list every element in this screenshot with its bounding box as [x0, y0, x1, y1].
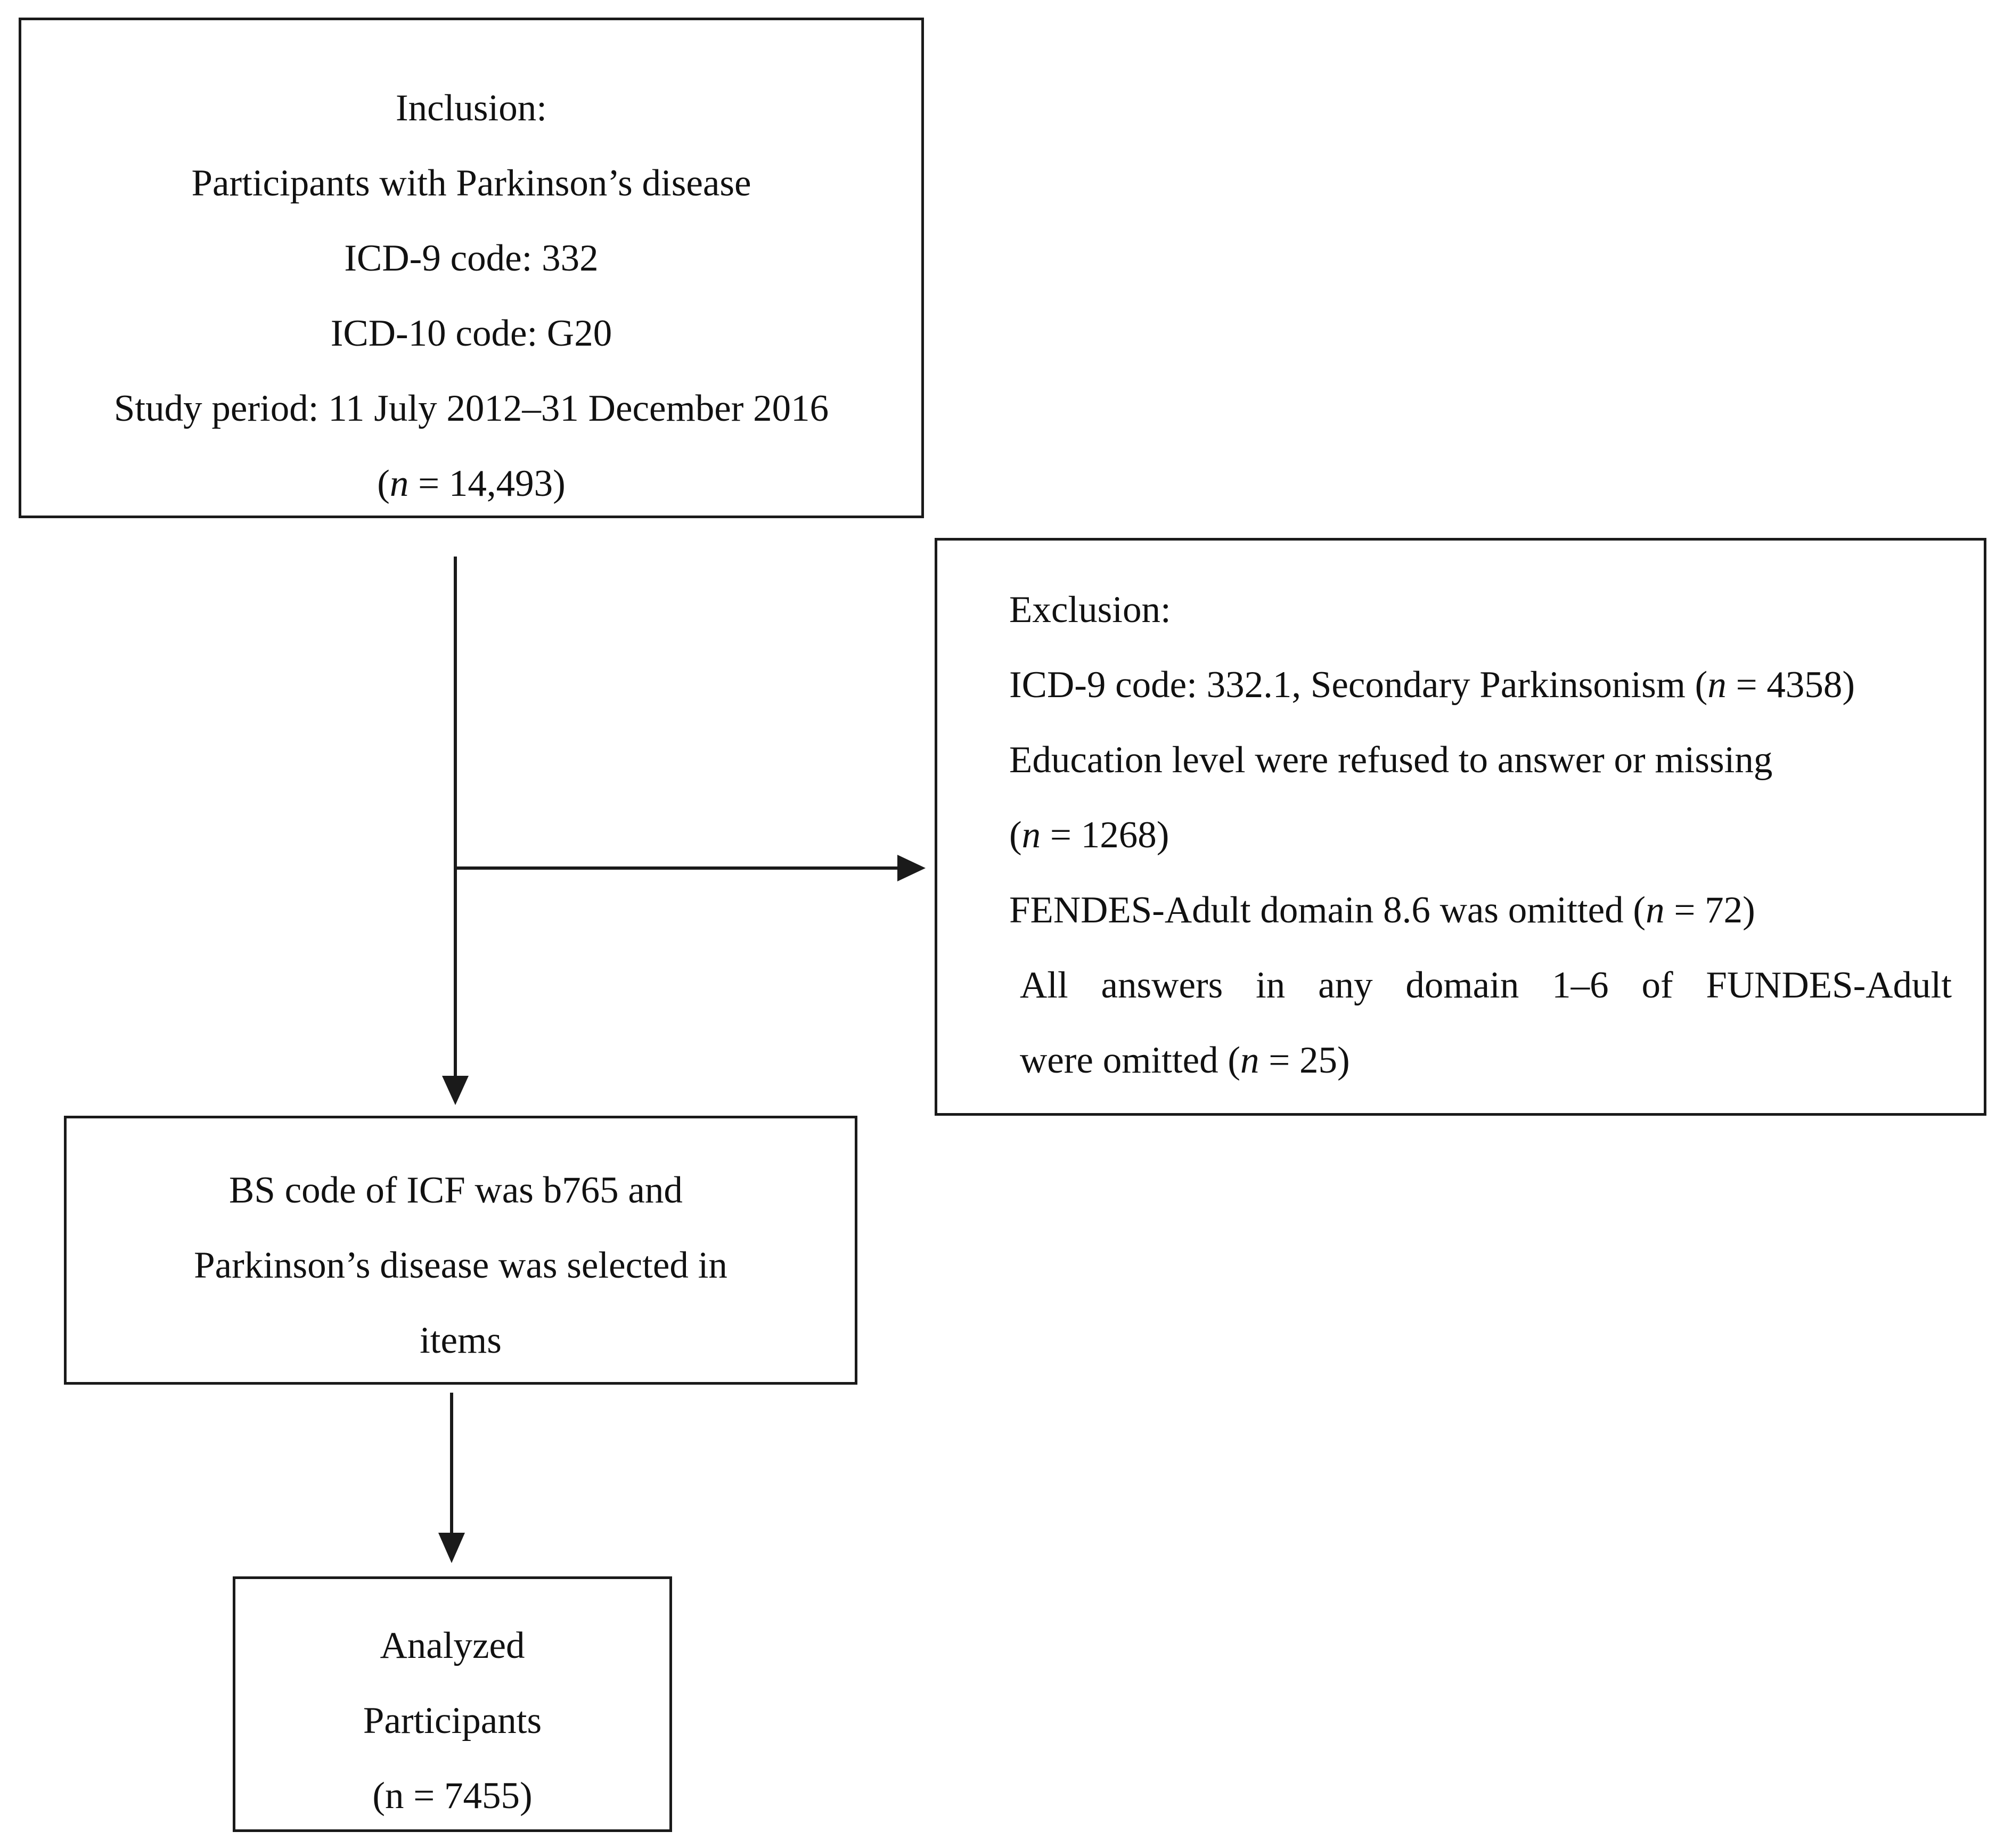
analysis-flow-arrowhead	[438, 1533, 465, 1563]
bs-code-line1: BS code of ICF was b765 and	[229, 1170, 683, 1211]
exclusion-all-answers-count: were omitted (n = 25)	[1020, 1040, 1350, 1081]
exclusion-domain-omitted: FENDES-Adult domain 8.6 was omitted (n =…	[1009, 889, 1755, 931]
exclusion-branch-arrowhead	[897, 855, 926, 881]
inclusion-population: Participants with Parkinson’s disease	[191, 162, 751, 204]
inclusion-icd10: ICD-10 code: G20	[330, 313, 612, 354]
exclusion-box: Exclusion: ICD-9 code: 332.1, Secondary …	[935, 538, 1986, 1116]
analyzed-line1: Analyzed	[380, 1625, 525, 1666]
exclusion-title: Exclusion:	[1009, 589, 1171, 631]
inclusion-study-period: Study period: 11 July 2012–31 December 2…	[113, 388, 829, 429]
inclusion-count: (n = 14,493)	[377, 463, 566, 504]
analyzed-line2: Participants	[363, 1700, 542, 1741]
bs-code-line2: Parkinson’s disease was selected in	[194, 1245, 727, 1286]
analyzed-count: (n = 7455)	[372, 1775, 533, 1817]
inclusion-icd9: ICD-9 code: 332	[344, 238, 599, 279]
exclusion-education-count: (n = 1268)	[1009, 814, 1169, 856]
exclusion-all-answers-line: All answers in any domain 1–6 of FUNDES-…	[1020, 964, 1952, 1006]
exclusion-secondary-parkinsonism: ICD-9 code: 332.1, Secondary Parkinsonis…	[1009, 664, 1855, 706]
main-flow-arrowhead	[442, 1076, 469, 1105]
bs-code-box: BS code of ICF was b765 and Parkinson’s …	[64, 1116, 857, 1385]
inclusion-title: Inclusion:	[396, 87, 547, 129]
analyzed-box: Analyzed Participants (n = 7455)	[233, 1576, 672, 1832]
exclusion-education-missing: Education level were refused to answer o…	[1009, 739, 1773, 781]
bs-code-line3: items	[420, 1320, 502, 1361]
inclusion-box: Inclusion: Participants with Parkinson’s…	[19, 18, 924, 518]
